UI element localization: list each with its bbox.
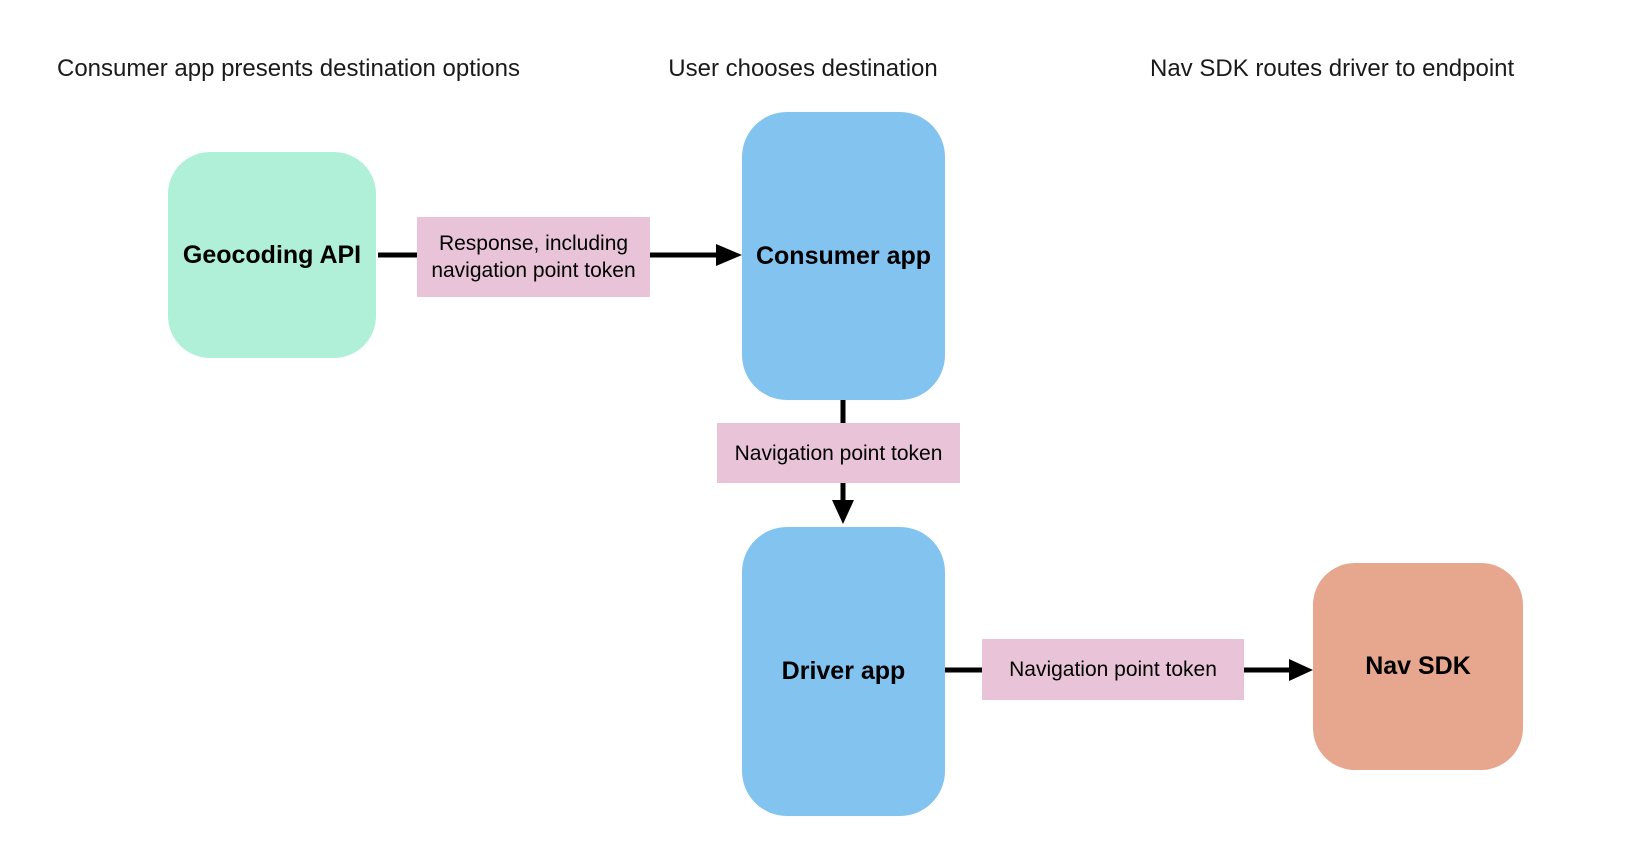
column-header-step3: Nav SDK routes driver to endpoint [1150,55,1515,82]
node-geocoding-api-label: Geocoding API [182,240,362,269]
arrowhead-into-nav-sdk [1289,659,1313,681]
edge-label-consumer-to-driver-text: Navigation point token [734,441,943,465]
edge-label-driver-to-nav-sdk-text: Navigation point token [1009,658,1217,681]
node-consumer-app: Consumer app [742,112,945,400]
edge-label-consumer-to-driver-token: Navigation point token [717,423,960,483]
node-consumer-app-label: Consumer app [755,241,932,270]
node-nav-sdk: Nav SDK [1313,563,1523,770]
node-nav-sdk-label: Nav SDK [1365,652,1471,680]
column-header-step1: Consumer app presents destination option… [57,55,520,82]
column-header-step2: User chooses destination [668,55,938,82]
node-driver-app-label: Driver app [781,657,906,685]
edge-label-response-including-token: Response, including navigation point tok… [417,217,650,297]
edge-label-driver-to-nav-sdk-token: Navigation point token [982,639,1244,700]
arrowhead-into-consumer-app [716,244,742,266]
node-driver-app: Driver app [742,527,945,816]
arrowhead-into-driver-app [832,500,854,524]
edge-label-response-text: Response, including navigation point tok… [431,232,636,282]
node-geocoding-api: Geocoding API [168,152,376,358]
